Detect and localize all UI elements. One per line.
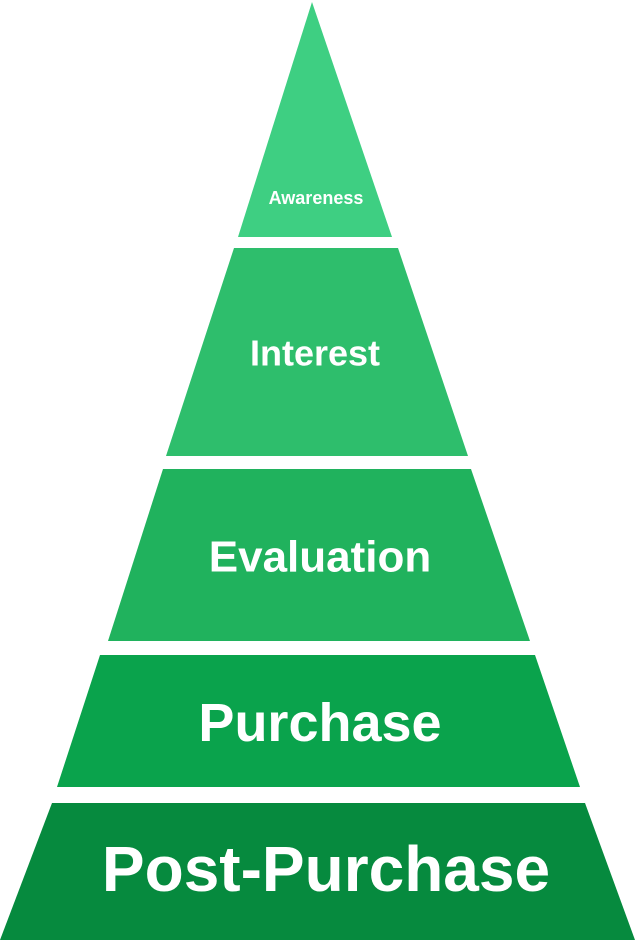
tier-post-purchase-label: Post-Purchase <box>102 833 550 905</box>
tier-purchase-shape <box>57 655 580 787</box>
tier-evaluation-label: Evaluation <box>209 533 432 582</box>
tier-evaluation: Evaluation <box>108 469 530 641</box>
tier-awareness-label: Awareness <box>269 188 364 208</box>
tier-interest: Interest <box>166 248 468 456</box>
tier-awareness-shape <box>238 2 392 237</box>
tier-purchase: Purchase <box>57 655 580 787</box>
tier-awareness: Awareness <box>238 2 392 237</box>
tier-evaluation-shape <box>108 469 530 641</box>
tier-post-purchase: Post-Purchase <box>0 803 635 940</box>
tier-post-purchase-shape <box>0 803 635 940</box>
tier-purchase-label: Purchase <box>198 693 441 753</box>
tier-interest-label: Interest <box>250 333 380 374</box>
tier-interest-shape <box>166 248 468 456</box>
